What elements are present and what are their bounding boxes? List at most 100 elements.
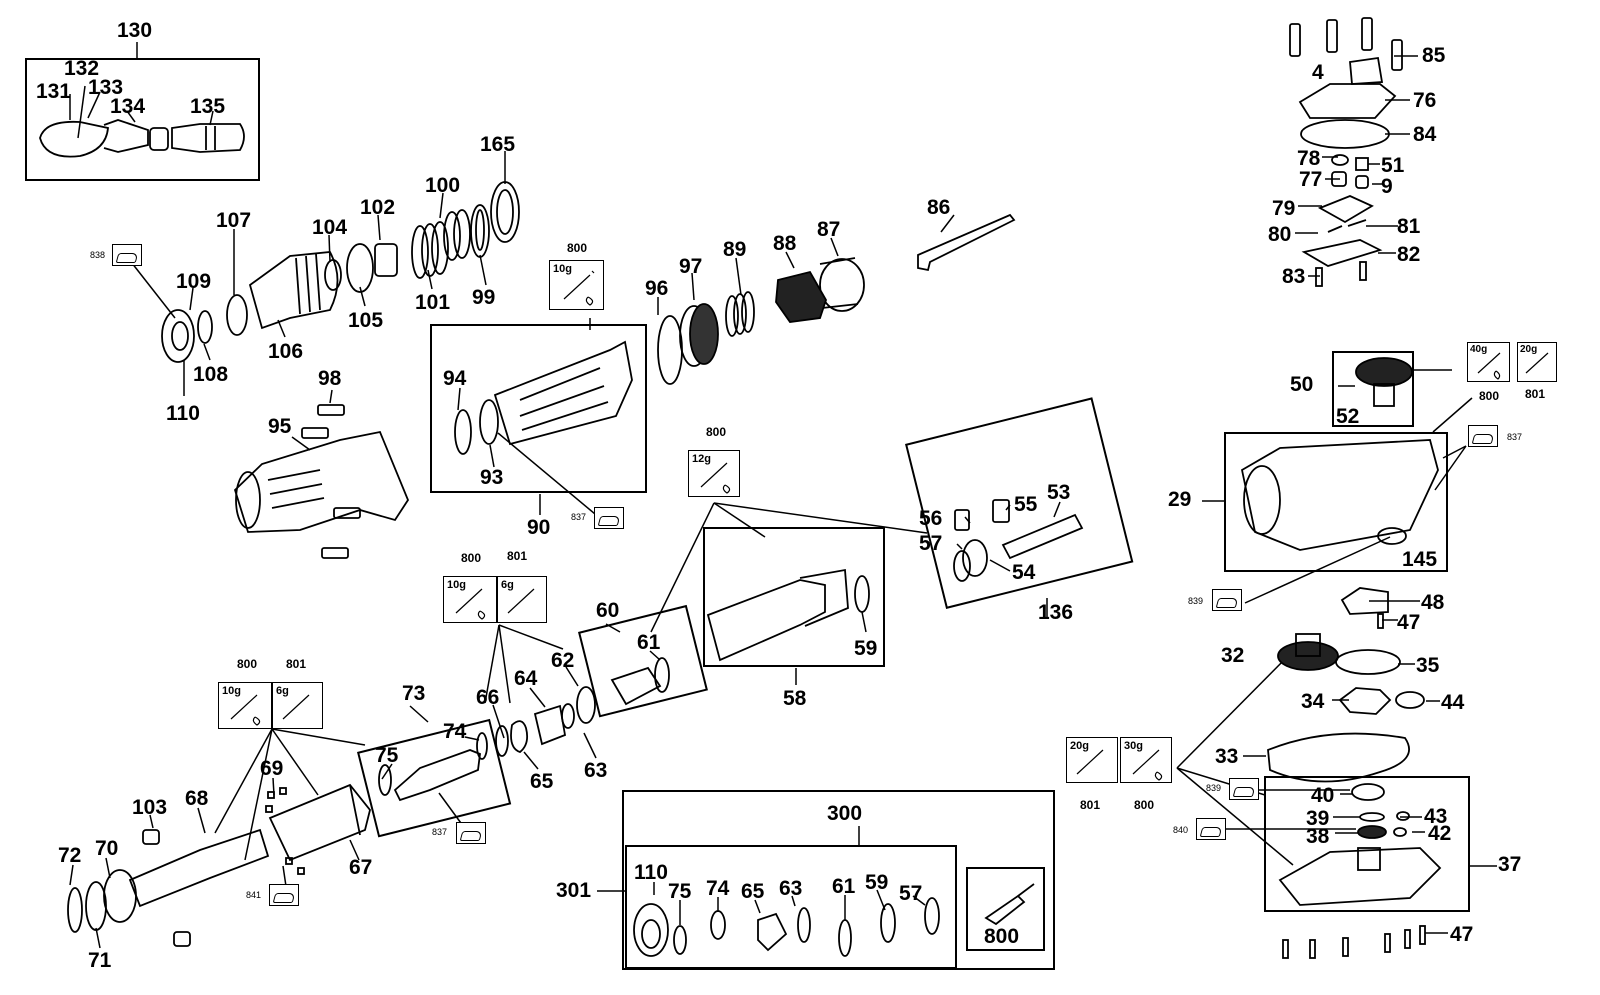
part-110: 110 xyxy=(166,402,200,425)
grease-code: 801 xyxy=(1525,387,1546,401)
grease-amount: 10g xyxy=(447,579,466,591)
part-69: 69 xyxy=(260,757,284,780)
part-40: 40 xyxy=(1311,784,1335,807)
part-74: 74 xyxy=(443,720,467,743)
tag-code: 838 xyxy=(90,250,106,260)
part-70: 70 xyxy=(95,837,119,860)
part-9: 9 xyxy=(1381,175,1393,198)
kit-74: 74 xyxy=(706,877,730,900)
label-300: 300 xyxy=(827,802,863,825)
part-165: 165 xyxy=(480,133,516,156)
part-42: 42 xyxy=(1428,822,1452,845)
part-98: 98 xyxy=(318,367,342,390)
part-35: 35 xyxy=(1416,654,1440,677)
tag-icon-841 xyxy=(269,884,299,906)
part-106: 106 xyxy=(268,340,304,363)
part-89: 89 xyxy=(723,238,747,261)
part-105: 105 xyxy=(348,309,384,332)
grease-code: 800 xyxy=(706,425,727,439)
kit-59: 59 xyxy=(865,871,889,894)
part-84: 84 xyxy=(1413,123,1437,146)
grease-code: 800 xyxy=(1479,389,1500,403)
part-67: 67 xyxy=(349,856,373,879)
box-29 xyxy=(1224,432,1448,572)
part-79: 79 xyxy=(1272,197,1296,220)
part-43: 43 xyxy=(1424,805,1448,828)
part-99: 99 xyxy=(472,286,496,309)
part-75: 75 xyxy=(375,744,399,767)
grease-amount: 6g xyxy=(276,685,289,697)
part-108: 108 xyxy=(193,363,229,386)
part-96: 96 xyxy=(645,277,669,300)
grease-amount: 10g xyxy=(553,263,572,275)
tag-code: 837 xyxy=(571,512,587,522)
grease-tube-icon: 40g xyxy=(1467,342,1510,382)
part-86: 86 xyxy=(927,196,951,219)
box-300 xyxy=(622,790,1055,970)
label-58: 58 xyxy=(783,687,807,710)
part-131: 131 xyxy=(36,80,72,103)
part-81: 81 xyxy=(1397,215,1421,238)
kit-800: 800 xyxy=(984,925,1020,948)
part-133: 133 xyxy=(88,76,124,99)
tag-icon-839 xyxy=(1229,778,1259,800)
kit-110: 110 xyxy=(634,861,668,884)
grease-code: 800 xyxy=(461,551,482,565)
part-104: 104 xyxy=(312,216,348,239)
part-57: 57 xyxy=(919,532,943,555)
part-63: 63 xyxy=(584,759,608,782)
tag-code: 841 xyxy=(246,890,262,900)
part-135: 135 xyxy=(190,95,226,118)
part-78: 78 xyxy=(1297,147,1321,170)
part-77: 77 xyxy=(1299,168,1323,191)
part-134: 134 xyxy=(110,95,146,118)
part-61: 61 xyxy=(637,631,661,654)
part-52: 52 xyxy=(1336,405,1360,428)
part-34: 34 xyxy=(1301,690,1325,713)
part-33: 33 xyxy=(1215,745,1239,768)
grease-tube-icon: 10g xyxy=(443,576,497,623)
part-38: 38 xyxy=(1306,825,1330,848)
box-37 xyxy=(1264,776,1470,912)
label-136: 136 xyxy=(1038,601,1074,624)
grease-amount: 30g xyxy=(1124,740,1143,752)
part-97: 97 xyxy=(679,255,703,278)
part-55: 55 xyxy=(1014,493,1038,516)
part-100: 100 xyxy=(425,174,461,197)
tag-icon-840 xyxy=(1196,818,1226,840)
part-53: 53 xyxy=(1047,481,1071,504)
part-93: 93 xyxy=(480,466,504,489)
part-76: 76 xyxy=(1413,89,1437,112)
grease-code: 801 xyxy=(507,549,528,563)
tag-icon-837 xyxy=(456,822,486,844)
part-101: 101 xyxy=(415,291,451,314)
grease-code: 800 xyxy=(237,657,258,671)
part-82: 82 xyxy=(1397,243,1421,266)
tag-icon-838 xyxy=(112,244,142,266)
kit-65: 65 xyxy=(741,880,765,903)
part-56: 56 xyxy=(919,507,943,530)
grease-code: 800 xyxy=(1134,798,1155,812)
tag-code: 840 xyxy=(1173,825,1189,835)
part-59: 59 xyxy=(854,637,878,660)
part-47b: 47 xyxy=(1450,923,1474,946)
part-132: 132 xyxy=(64,57,100,80)
grease-amount: 6g xyxy=(501,579,514,591)
tag-code: 837 xyxy=(432,827,448,837)
part-32: 32 xyxy=(1221,644,1245,667)
part-48: 48 xyxy=(1421,591,1445,614)
grease-amount: 20g xyxy=(1070,740,1089,752)
part-68: 68 xyxy=(185,787,209,810)
grease-amount: 10g xyxy=(222,685,241,697)
part-103: 103 xyxy=(132,796,168,819)
kit-63: 63 xyxy=(779,877,803,900)
tag-icon-837 xyxy=(1468,425,1498,447)
box-90 xyxy=(430,324,647,493)
part-54: 54 xyxy=(1012,561,1036,584)
grease-code: 801 xyxy=(1080,798,1101,812)
grease-tube-icon: 6g xyxy=(272,682,323,729)
box-58 xyxy=(703,527,885,667)
part-80: 80 xyxy=(1268,223,1292,246)
box-800-kit xyxy=(966,867,1045,951)
part-51: 51 xyxy=(1381,154,1405,177)
